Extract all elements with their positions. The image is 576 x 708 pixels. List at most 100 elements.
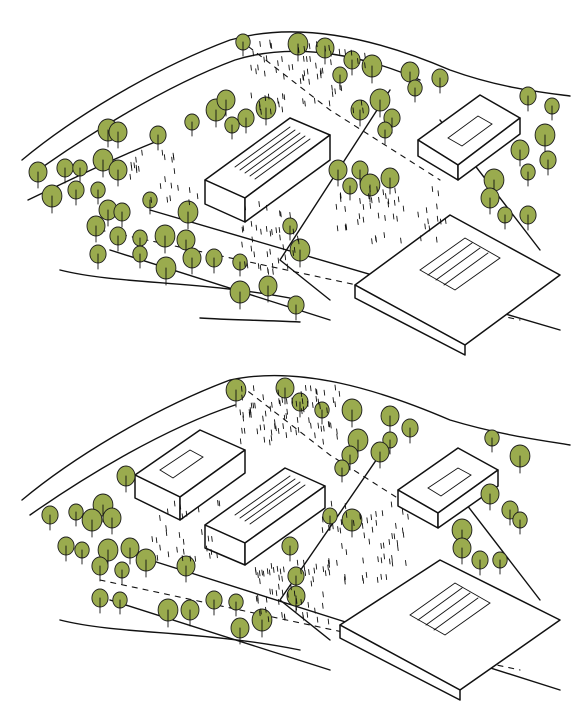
person-mark — [394, 187, 396, 194]
person-mark — [304, 570, 307, 577]
person-mark — [269, 230, 272, 237]
person-mark — [374, 235, 377, 242]
person-mark — [267, 268, 270, 275]
person-mark — [397, 196, 400, 203]
person-mark — [389, 558, 391, 565]
person-mark — [260, 108, 262, 115]
people-hatching-layer — [129, 39, 447, 625]
person-mark — [377, 212, 380, 219]
tree-icon — [230, 617, 250, 645]
person-mark — [291, 64, 294, 70]
person-mark — [265, 225, 268, 232]
person-mark — [417, 211, 419, 218]
person-mark — [401, 527, 404, 534]
person-mark — [249, 409, 252, 416]
person-mark — [211, 536, 213, 542]
person-mark — [299, 78, 302, 84]
person-mark — [388, 538, 391, 545]
person-mark — [391, 560, 394, 567]
person-mark — [381, 510, 384, 517]
tree-icon — [258, 275, 278, 303]
person-mark — [344, 573, 346, 580]
person-mark — [239, 409, 242, 416]
person-mark — [362, 203, 365, 210]
person-mark — [283, 73, 285, 80]
person-mark — [340, 85, 343, 92]
trees-layer — [28, 32, 560, 645]
tree-icon — [341, 445, 359, 471]
person-mark — [344, 224, 347, 231]
person-mark — [255, 68, 257, 75]
tree-icon — [72, 159, 88, 183]
tree-icon — [235, 33, 251, 57]
person-mark — [383, 553, 385, 560]
road-edge-top-1 — [21, 31, 571, 161]
tree-icon — [275, 377, 295, 405]
person-mark — [241, 241, 243, 248]
person-mark — [368, 193, 370, 200]
person-mark — [293, 247, 296, 253]
tree-icon — [90, 181, 106, 205]
tree-icon — [519, 86, 537, 112]
person-mark — [366, 517, 368, 524]
person-mark — [303, 70, 306, 77]
person-mark — [286, 398, 288, 405]
person-mark — [286, 263, 289, 270]
person-mark — [242, 225, 245, 232]
person-mark — [277, 257, 280, 264]
person-mark — [316, 73, 319, 80]
person-mark — [391, 533, 393, 539]
person-mark — [362, 577, 365, 584]
tree-icon — [251, 608, 273, 638]
building-block-bottom — [339, 559, 561, 701]
tree-icon — [539, 150, 557, 176]
tree-icon — [113, 202, 131, 228]
person-mark — [310, 422, 312, 429]
person-mark — [270, 435, 273, 442]
tree-icon — [452, 537, 472, 565]
path-dashed-top-2 — [239, 39, 441, 181]
tree-icon — [92, 148, 114, 178]
tree-icon — [382, 431, 398, 455]
tree-icon — [109, 226, 127, 252]
tree-icon — [205, 590, 223, 616]
person-mark — [274, 419, 276, 426]
person-mark — [257, 263, 260, 269]
tree-icon — [102, 507, 122, 535]
person-mark — [284, 254, 287, 261]
person-mark — [277, 389, 280, 396]
person-mark — [307, 601, 310, 608]
person-mark — [296, 559, 299, 566]
person-mark — [353, 520, 355, 526]
person-mark — [302, 406, 305, 413]
person-mark — [339, 527, 342, 534]
road-edge-bottom-2 — [29, 404, 236, 516]
tree-icon — [334, 459, 350, 483]
tree-icon — [431, 68, 449, 94]
person-mark — [242, 415, 244, 422]
tree-icon — [332, 66, 348, 90]
person-mark — [330, 500, 333, 507]
person-mark — [387, 198, 390, 205]
person-mark — [362, 107, 364, 114]
tree-icon — [322, 507, 338, 531]
person-mark — [306, 400, 309, 407]
person-mark — [159, 544, 161, 551]
person-mark — [141, 149, 143, 156]
building-courtyard-left-bottom — [134, 429, 246, 521]
person-mark — [270, 429, 273, 436]
tree-icon — [287, 295, 305, 321]
person-mark — [241, 427, 243, 434]
person-mark — [163, 154, 166, 161]
person-mark — [326, 407, 328, 414]
person-mark — [278, 101, 280, 108]
person-mark — [279, 210, 281, 217]
person-mark — [396, 539, 399, 546]
person-mark — [387, 201, 389, 208]
person-mark — [150, 196, 152, 203]
person-mark — [218, 500, 221, 507]
tree-icon — [497, 206, 513, 230]
person-mark — [292, 250, 294, 256]
person-mark — [130, 161, 132, 168]
